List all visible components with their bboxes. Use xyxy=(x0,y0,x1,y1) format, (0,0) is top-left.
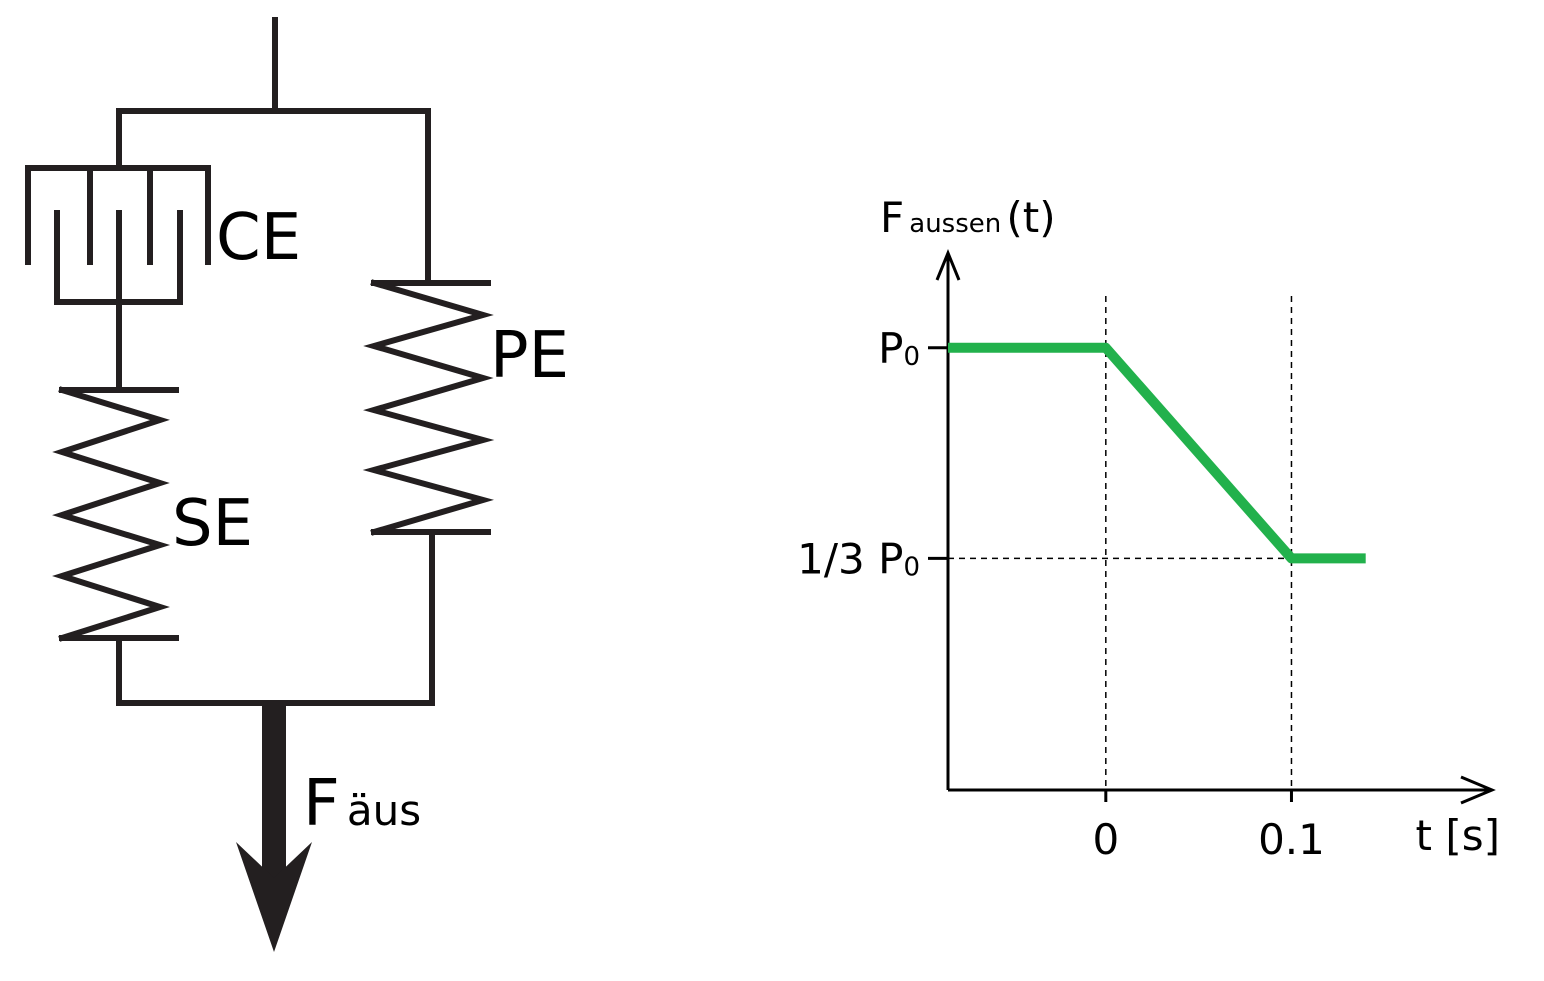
y-axis-arrowhead xyxy=(935,249,961,281)
x-axis-title: t [s] xyxy=(1416,811,1500,860)
external-force-arrow xyxy=(236,703,312,952)
x-axis-arrowhead xyxy=(1460,775,1496,805)
se-label: SE xyxy=(172,487,253,561)
force-label-sub: äus xyxy=(347,786,421,835)
ce-contractile-element xyxy=(25,165,211,305)
x-tick-label-0: 0 xyxy=(1092,815,1119,864)
se-spring xyxy=(52,386,179,642)
y-axis-title-main: F xyxy=(880,193,904,242)
muscle-model-diagram: CE PE SE F äus xyxy=(25,17,569,952)
force-label-main: F xyxy=(303,767,340,841)
y-axis-title: F aussen (t) xyxy=(880,193,1056,242)
y-axis-title-sub: aussen xyxy=(909,209,1001,239)
y-tick-label-1: 1/3 P0 xyxy=(797,534,920,583)
pe-spring xyxy=(362,279,495,536)
chart-marks: 0 0.1 P0 1/3 P0 xyxy=(797,296,1366,864)
y-tick-label-0: P0 xyxy=(878,324,920,373)
pe-label: PE xyxy=(490,319,569,393)
force-label: F äus xyxy=(303,767,421,841)
y-axis-title-suffix: (t) xyxy=(1006,193,1055,242)
x-tick-label-1: 0.1 xyxy=(1258,815,1325,864)
force-time-chart: F aussen (t) t [s] 0 0.1 P0 1/3 P0 xyxy=(797,193,1500,864)
ce-label: CE xyxy=(216,201,301,275)
force-series-line-0 xyxy=(948,342,1366,564)
